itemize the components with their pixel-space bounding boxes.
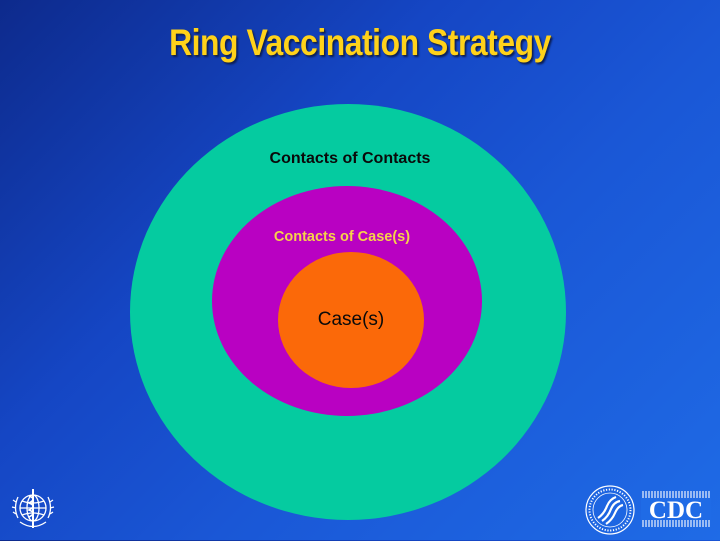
- hhs-seal-icon: [584, 484, 636, 536]
- ring-label-contacts-of-contacts: Contacts of Contacts: [269, 150, 431, 167]
- who-emblem-icon: [8, 484, 58, 534]
- ring-label-cases: Case(s): [317, 309, 385, 330]
- cdc-logo: CDC: [640, 487, 712, 531]
- ring-cases: [278, 252, 424, 388]
- ring-label-contacts-of-cases: Contacts of Case(s): [273, 229, 411, 245]
- slide-title: Ring Vaccination Strategy: [169, 22, 551, 63]
- cdc-logo-text: CDC: [649, 497, 703, 524]
